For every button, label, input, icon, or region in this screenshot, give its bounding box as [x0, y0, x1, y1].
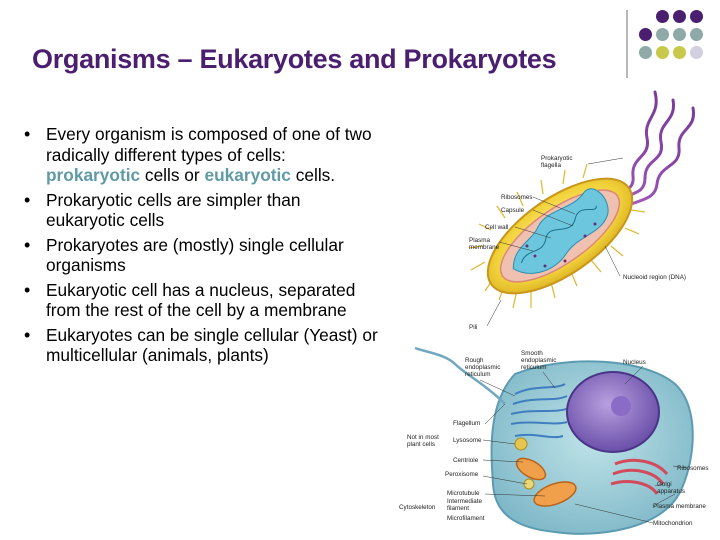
label-centriole: Centriole — [453, 457, 479, 464]
title-divider-line — [626, 10, 628, 78]
decor-dot — [656, 46, 669, 59]
label-ribosomes-euk: Ribosomes — [677, 465, 709, 472]
label-mitochondrion: Mitochondrion — [653, 520, 693, 527]
label-ribosomes: Ribosomes — [501, 194, 533, 201]
label-prokaryotic-flagella-line1: Prokaryotic — [541, 155, 573, 162]
decor-dot — [656, 10, 669, 23]
label-peroxisome: Peroxisome — [445, 471, 479, 478]
bullet-list: Every organism is composed of one of two… — [22, 124, 382, 370]
term-eukaryotic: eukaryotic — [204, 165, 291, 185]
decor-dot — [639, 28, 652, 41]
label-plasma-membrane-line1: Plasma — [469, 237, 490, 244]
label-pili: Pili — [469, 324, 477, 331]
label-not-in-plant-line2: plant cells — [407, 441, 435, 448]
bullet-text: cells. — [290, 165, 336, 185]
slide-title: Organisms – Eukaryotes and Prokaryotes — [32, 44, 557, 74]
label-flagellum: Flagellum — [453, 420, 480, 427]
label-cell-wall: Cell wall — [485, 224, 508, 231]
decor-dot — [673, 28, 686, 41]
label-smooth-er-line2: endoplasmic — [521, 357, 556, 364]
label-plasma-membrane-euk: Plasma membrane — [653, 503, 706, 510]
bullet-text: Every organism is composed of one of two… — [46, 124, 372, 165]
label-capsule: Capsule — [501, 207, 525, 214]
bullet-item: Every organism is composed of one of two… — [22, 124, 382, 186]
label-smooth-er-line1: Smooth — [521, 350, 543, 357]
eukaryote-cell-diagram: Rough endoplasmic reticulum Smooth endop… — [399, 346, 709, 535]
decorative-dot-grid — [639, 10, 719, 80]
label-intermediate-line2: filament — [447, 505, 469, 512]
label-smooth-er-line3: reticulum — [521, 364, 547, 371]
decor-dot — [690, 46, 703, 59]
label-cytoskeleton: Cytoskeleton — [399, 504, 436, 511]
label-intermediate-line1: Intermediate — [447, 498, 482, 505]
decor-dot — [673, 46, 686, 59]
label-nucleoid: Nucleoid region (DNA) — [623, 274, 686, 281]
decor-dot — [656, 28, 669, 41]
decor-dot — [690, 28, 703, 41]
bullet-item: Eukaryotic cell has a nucleus, separated… — [22, 280, 382, 321]
decor-dot — [639, 46, 652, 59]
label-golgi-line2: apparatus — [657, 488, 685, 495]
bullet-item: Prokaryotes are (mostly) single cellular… — [22, 235, 382, 276]
prokaryote-cell-diagram: Prokaryotic flagella Ribosomes Capsule C… — [468, 90, 695, 331]
label-golgi-line1: Golgi — [657, 481, 672, 488]
bullet-item: Eukaryotes can be single cellular (Yeast… — [22, 325, 382, 366]
decor-dot — [690, 10, 703, 23]
label-nucleus: Nucleus — [623, 359, 646, 366]
decor-dot — [673, 10, 686, 23]
label-microtubule: Microtubule — [447, 490, 480, 497]
label-rough-er-line2: endoplasmic — [465, 364, 500, 371]
label-prokaryotic-flagella-line2: flagella — [541, 162, 561, 169]
label-lysosome: Lysosome — [453, 437, 482, 444]
label-rough-er-line1: Rough — [465, 357, 484, 364]
label-not-in-plant-line1: Not in most — [407, 434, 439, 441]
term-prokaryotic: prokaryotic — [46, 165, 141, 185]
label-plasma-membrane-line2: membrane — [469, 244, 500, 251]
label-rough-er-line3: reticulum — [465, 371, 491, 378]
bullet-item: Prokaryotic cells are simpler than eukar… — [22, 190, 382, 231]
bullet-text: cells or — [140, 165, 205, 185]
label-microfilament: Microfilament — [447, 515, 485, 522]
